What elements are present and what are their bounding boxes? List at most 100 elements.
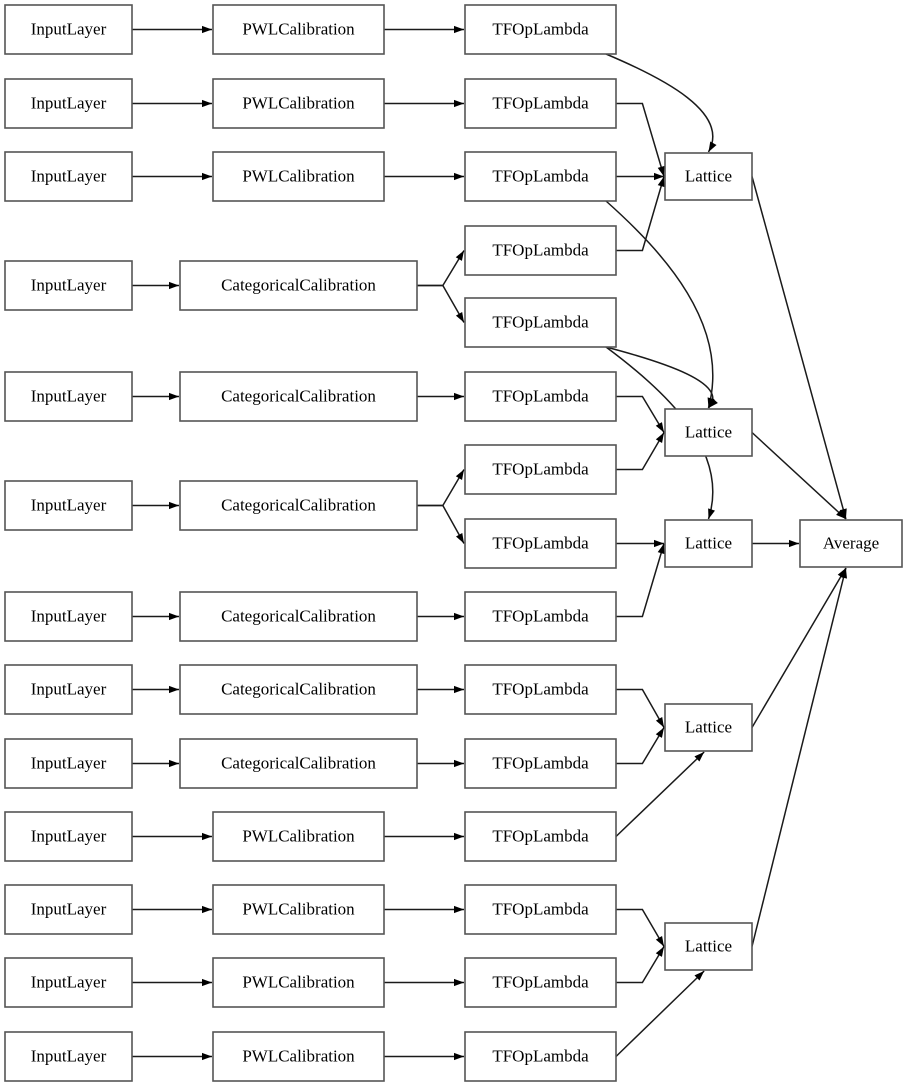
edge-tfop-lambda-to-lattice-arrowhead-icon	[655, 717, 664, 728]
node-input-layer-in11[interactable]: InputLayer	[4, 884, 133, 935]
node-box[interactable]	[4, 811, 133, 862]
node-box[interactable]	[4, 957, 133, 1008]
node-box[interactable]	[179, 480, 418, 531]
node-pwlcalibration-cal1[interactable]: PWLCalibration	[212, 4, 385, 55]
node-box[interactable]	[464, 151, 617, 202]
node-input-layer-in7[interactable]: InputLayer	[4, 591, 133, 642]
node-tfop-lambda-op2[interactable]: TFOpLambda	[464, 78, 617, 129]
node-box[interactable]	[4, 591, 133, 642]
node-box[interactable]	[464, 957, 617, 1008]
edge-tfop-lambda-to-lattice-arrowhead-icon	[657, 543, 665, 555]
node-box[interactable]	[664, 703, 753, 752]
node-lattice-lat4[interactable]: Lattice	[664, 703, 753, 752]
node-categorical-calibration-cal5[interactable]: CategoricalCalibration	[179, 371, 418, 422]
node-box[interactable]	[464, 811, 617, 862]
node-box[interactable]	[464, 518, 617, 569]
node-tfop-lambda-op12[interactable]: TFOpLambda	[464, 811, 617, 862]
node-box[interactable]	[212, 151, 385, 202]
node-box[interactable]	[464, 225, 617, 276]
node-box[interactable]	[464, 78, 617, 129]
edge-categorical-calibration-to-tfop-lambda-arrowhead-icon	[455, 250, 464, 261]
node-tfop-lambda-op3[interactable]: TFOpLambda	[464, 151, 617, 202]
node-box[interactable]	[179, 591, 418, 642]
node-lattice-lat2[interactable]: Lattice	[664, 408, 753, 457]
node-box[interactable]	[4, 1031, 133, 1082]
node-input-layer-in8[interactable]: InputLayer	[4, 664, 133, 715]
node-input-layer-in12[interactable]: InputLayer	[4, 957, 133, 1008]
node-box[interactable]	[664, 519, 753, 568]
node-box[interactable]	[4, 4, 133, 55]
node-tfop-lambda-op11[interactable]: TFOpLambda	[464, 738, 617, 789]
node-pwlcalibration-cal3[interactable]: PWLCalibration	[212, 151, 385, 202]
node-box[interactable]	[179, 260, 418, 311]
node-tfop-lambda-op10[interactable]: TFOpLambda	[464, 664, 617, 715]
node-box[interactable]	[212, 811, 385, 862]
node-pwlcalibration-cal10[interactable]: PWLCalibration	[212, 811, 385, 862]
node-input-layer-in10[interactable]: InputLayer	[4, 811, 133, 862]
node-tfop-lambda-op4[interactable]: TFOpLambda	[464, 225, 617, 276]
node-lattice-lat1[interactable]: Lattice	[664, 152, 753, 201]
node-box[interactable]	[464, 4, 617, 55]
node-input-layer-in2[interactable]: InputLayer	[4, 78, 133, 129]
node-tfop-lambda-op5[interactable]: TFOpLambda	[464, 297, 617, 348]
node-label: InputLayer	[31, 19, 107, 38]
node-box[interactable]	[4, 151, 133, 202]
node-box[interactable]	[212, 884, 385, 935]
node-input-layer-in5[interactable]: InputLayer	[4, 371, 133, 422]
node-box[interactable]	[464, 1031, 617, 1082]
node-box[interactable]	[464, 297, 617, 348]
node-box[interactable]	[179, 738, 418, 789]
node-categorical-calibration-cal6[interactable]: CategoricalCalibration	[179, 480, 418, 531]
node-label: Lattice	[685, 936, 732, 955]
node-categorical-calibration-cal8[interactable]: CategoricalCalibration	[179, 664, 418, 715]
node-box[interactable]	[212, 1031, 385, 1082]
node-tfop-lambda-op8[interactable]: TFOpLambda	[464, 518, 617, 569]
node-categorical-calibration-cal9[interactable]: CategoricalCalibration	[179, 738, 418, 789]
node-lattice-lat3[interactable]: Lattice	[664, 519, 753, 568]
node-box[interactable]	[4, 664, 133, 715]
node-box[interactable]	[464, 444, 617, 495]
node-box[interactable]	[799, 519, 903, 568]
node-label: Lattice	[685, 166, 732, 185]
node-tfop-lambda-op15[interactable]: TFOpLambda	[464, 1031, 617, 1082]
node-box[interactable]	[4, 480, 133, 531]
node-box[interactable]	[212, 4, 385, 55]
node-tfop-lambda-op1[interactable]: TFOpLambda	[464, 4, 617, 55]
node-pwlcalibration-cal2[interactable]: PWLCalibration	[212, 78, 385, 129]
node-input-layer-in6[interactable]: InputLayer	[4, 480, 133, 531]
node-box[interactable]	[4, 884, 133, 935]
node-box[interactable]	[464, 591, 617, 642]
node-tfop-lambda-op13[interactable]: TFOpLambda	[464, 884, 617, 935]
node-box[interactable]	[464, 738, 617, 789]
node-average-avg[interactable]: Average	[799, 519, 903, 568]
node-box[interactable]	[464, 664, 617, 715]
node-input-layer-in1[interactable]: InputLayer	[4, 4, 133, 55]
node-pwlcalibration-cal13[interactable]: PWLCalibration	[212, 1031, 385, 1082]
node-box[interactable]	[4, 260, 133, 311]
node-box[interactable]	[664, 152, 753, 201]
node-box[interactable]	[212, 78, 385, 129]
node-box[interactable]	[4, 78, 133, 129]
node-pwlcalibration-cal12[interactable]: PWLCalibration	[212, 957, 385, 1008]
node-box[interactable]	[664, 922, 753, 971]
node-box[interactable]	[212, 957, 385, 1008]
node-input-layer-in13[interactable]: InputLayer	[4, 1031, 133, 1082]
node-lattice-lat5[interactable]: Lattice	[664, 922, 753, 971]
node-box[interactable]	[4, 738, 133, 789]
node-tfop-lambda-op7[interactable]: TFOpLambda	[464, 444, 617, 495]
node-tfop-lambda-op14[interactable]: TFOpLambda	[464, 957, 617, 1008]
node-box[interactable]	[464, 884, 617, 935]
node-input-layer-in9[interactable]: InputLayer	[4, 738, 133, 789]
node-input-layer-in3[interactable]: InputLayer	[4, 151, 133, 202]
node-tfop-lambda-op6[interactable]: TFOpLambda	[464, 371, 617, 422]
node-box[interactable]	[664, 408, 753, 457]
node-input-layer-in4[interactable]: InputLayer	[4, 260, 133, 311]
node-box[interactable]	[179, 371, 418, 422]
node-box[interactable]	[179, 664, 418, 715]
node-box[interactable]	[4, 371, 133, 422]
node-pwlcalibration-cal11[interactable]: PWLCalibration	[212, 884, 385, 935]
node-categorical-calibration-cal4[interactable]: CategoricalCalibration	[179, 260, 418, 311]
node-categorical-calibration-cal7[interactable]: CategoricalCalibration	[179, 591, 418, 642]
node-tfop-lambda-op9[interactable]: TFOpLambda	[464, 591, 617, 642]
node-box[interactable]	[464, 371, 617, 422]
